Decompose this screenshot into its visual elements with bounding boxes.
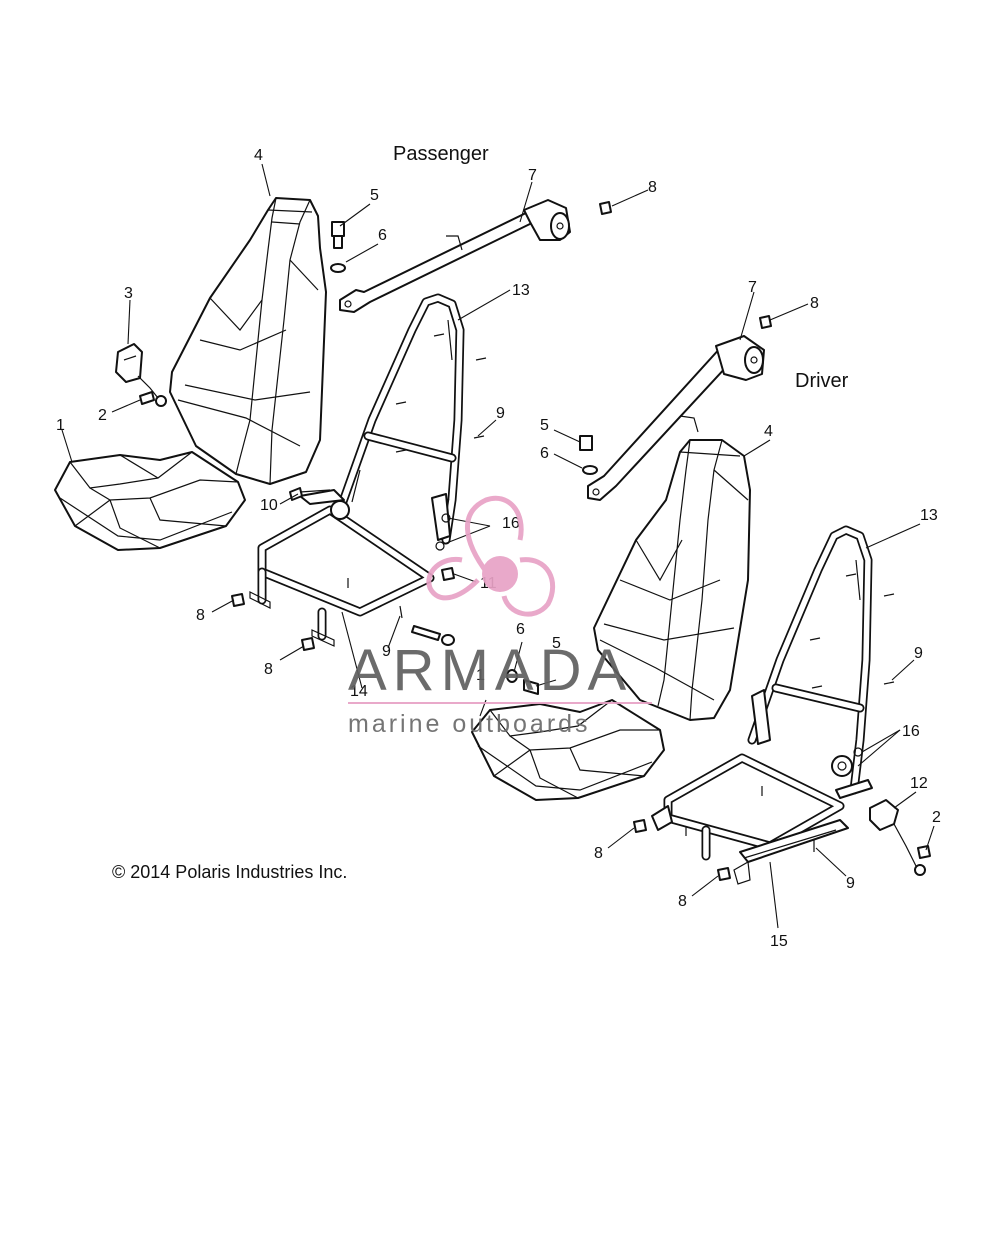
callout-9-driver-base: 9 <box>846 875 855 892</box>
seat-back-passenger <box>169 197 327 485</box>
seat-cushion-passenger <box>54 451 246 551</box>
bolts-8-passenger-frame <box>231 593 315 651</box>
bolt-washer-center <box>411 625 455 646</box>
washer-bolt-center <box>506 669 539 695</box>
callout-1-driver: 1 <box>476 667 485 684</box>
callout-6-passenger: 6 <box>378 227 387 244</box>
callout-5-center: 5 <box>552 635 561 652</box>
callout-4-driver: 4 <box>764 423 773 440</box>
passenger-label: Passenger <box>393 143 489 165</box>
screws-9-passenger <box>347 333 487 619</box>
callout-9-passenger-base: 9 <box>382 643 391 660</box>
callout-16-passenger: 16 <box>502 515 520 532</box>
callout-6-driver: 6 <box>540 445 549 462</box>
callout-2-driver: 2 <box>932 809 941 826</box>
bolt-2-driver <box>917 845 931 859</box>
seat-frame-driver <box>651 525 873 885</box>
seat-belt-passenger <box>339 199 571 313</box>
callout-13-driver: 13 <box>920 507 938 524</box>
bolt-washer-driver <box>579 435 598 475</box>
seat-cushion-driver <box>471 699 665 801</box>
callout-8-driver-frame-front: 8 <box>678 893 687 910</box>
bolt-8-belt-passenger <box>599 201 612 215</box>
callout-16-driver: 16 <box>902 723 920 740</box>
watermark-propeller-logo <box>426 495 556 617</box>
callout-numbers: 4 3 2 1 5 6 7 8 13 9 10 16 11 8 8 9 14 6… <box>56 147 941 950</box>
callout-9-passenger-frame: 9 <box>496 405 505 422</box>
seat-belt-driver <box>587 335 765 501</box>
callout-13-passenger: 13 <box>512 282 530 299</box>
seat-frame-passenger <box>249 293 465 647</box>
callout-7-passenger: 7 <box>528 167 537 184</box>
seat-back-driver <box>593 439 751 721</box>
driver-label: Driver <box>795 370 849 392</box>
callout-6-center: 6 <box>516 621 525 638</box>
bolt-8-belt-driver <box>759 315 772 329</box>
callout-10: 10 <box>260 497 278 514</box>
callout-8-belt-driver: 8 <box>810 295 819 312</box>
buckle-driver <box>869 799 926 876</box>
callout-8-passenger-frame-left: 8 <box>196 607 205 624</box>
callout-3: 3 <box>124 285 133 302</box>
copyright-text: © 2014 Polaris Industries Inc. <box>112 862 347 882</box>
callout-14: 14 <box>350 683 368 700</box>
callout-5-driver: 5 <box>540 417 549 434</box>
watermark: ARMADA marine outboards <box>348 495 652 738</box>
screws-9-driver <box>685 573 895 852</box>
callout-12: 12 <box>910 775 928 792</box>
callout-8-belt-passenger: 8 <box>648 179 657 196</box>
callout-8-passenger-frame-front: 8 <box>264 661 273 678</box>
callout-2-passenger: 2 <box>98 407 107 424</box>
bolt-washer-top-passenger <box>330 221 346 273</box>
callout-9-driver-frame: 9 <box>914 645 923 662</box>
callout-7-driver: 7 <box>748 279 757 296</box>
callout-5-passenger: 5 <box>370 187 379 204</box>
watermark-brand: ARMADA <box>348 638 632 703</box>
callout-15: 15 <box>770 933 788 950</box>
leader-lines <box>61 163 935 929</box>
bolts-8-driver-frame <box>633 819 731 881</box>
watermark-tagline: marine outboards <box>348 710 591 738</box>
callout-4-passenger: 4 <box>254 147 263 164</box>
bolt-11 <box>441 567 455 581</box>
bolt-2-passenger <box>139 391 155 405</box>
buckle-passenger <box>115 343 167 407</box>
callout-1-passenger: 1 <box>56 417 65 434</box>
callout-8-driver-frame-left: 8 <box>594 845 603 862</box>
